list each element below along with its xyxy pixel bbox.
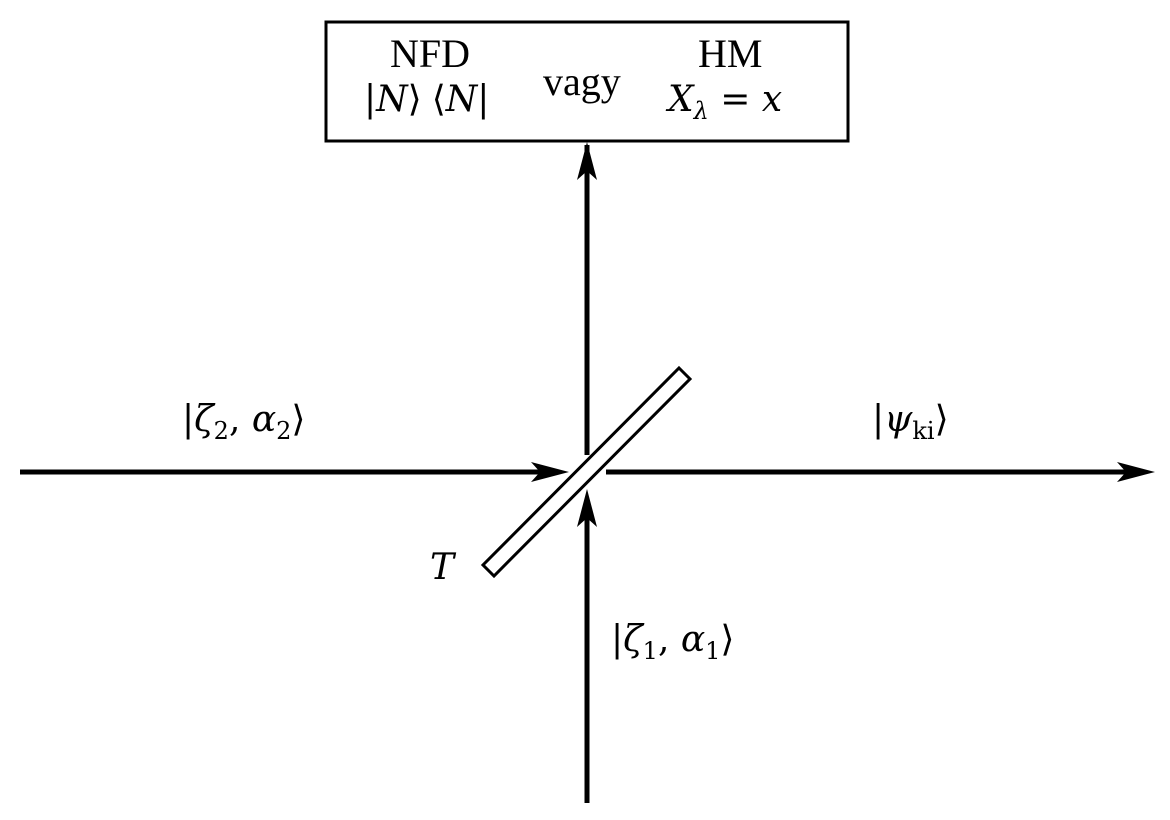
input-2-squeeze: ζ	[194, 399, 214, 440]
input-1-squeeze: ζ	[623, 619, 643, 660]
projector-label: |N⟩⟨N|	[364, 79, 490, 120]
quadrature-subscript: λ	[693, 97, 709, 125]
quadrature-symbol: X	[668, 79, 694, 120]
projector-bra-symbol: N	[445, 79, 478, 120]
beam-splitter-label: T	[430, 547, 455, 588]
input-2-amplitude-index: 2	[276, 417, 292, 445]
output-state-symbol: ψ	[884, 399, 913, 440]
input-state-2-label: |ζ2, α2⟩	[182, 399, 306, 445]
projector-ket-symbol: N	[376, 79, 408, 120]
input-beam-bottom-arrowhead	[577, 489, 597, 527]
separator-word: vagy	[543, 59, 621, 104]
detector-box	[324, 20, 850, 143]
hm-title: HM	[698, 31, 763, 76]
output-beam-right-arrowhead	[1117, 462, 1155, 482]
quadrature-value: x	[761, 79, 783, 120]
nfd-title: NFD	[390, 31, 471, 76]
input-1-amplitude: α	[680, 619, 706, 660]
input-state-1-label: |ζ1, α1⟩	[611, 619, 735, 665]
input-2-amplitude: α	[251, 399, 277, 440]
output-state-subscript: ki	[912, 417, 935, 445]
input-2-squeeze-index: 2	[213, 417, 229, 445]
output-state-label: |ψki⟩	[872, 399, 949, 445]
quadrature-label: Xλ = x	[668, 79, 783, 125]
output-beam-up-arrowhead	[577, 142, 597, 180]
beam-splitter-plate	[480, 365, 693, 579]
input-1-squeeze-index: 1	[642, 637, 658, 665]
input-beam-left-arrowhead	[531, 462, 569, 482]
input-1-amplitude-index: 1	[705, 637, 721, 665]
